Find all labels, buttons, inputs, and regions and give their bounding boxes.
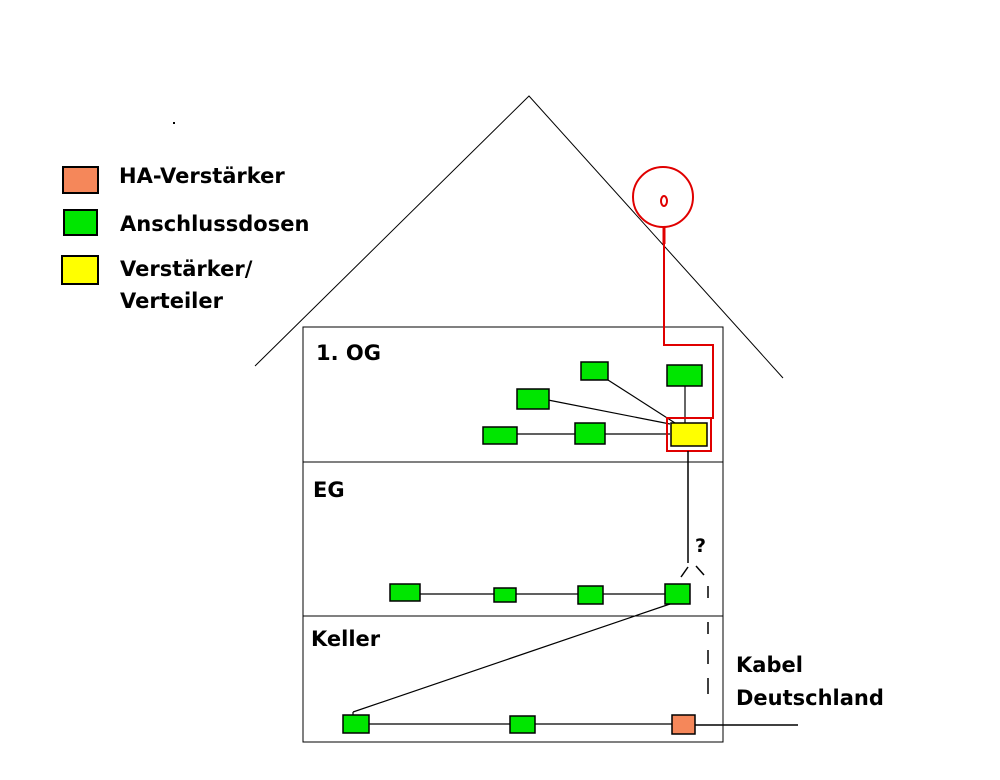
anschlussdose-og — [574, 422, 606, 445]
unknown-connection-mark: ? — [695, 535, 706, 557]
legend-verstaerker-label-line2: Verteiler — [120, 289, 224, 313]
anschlussdose-og — [482, 426, 518, 445]
stray-dot — [173, 122, 175, 124]
legend-verstaerker-label-line1: Verstärker/ — [120, 257, 253, 281]
anschlussdose-eg — [577, 585, 604, 605]
legend-verstaerker-swatch — [61, 255, 99, 285]
anschlussdose-eg — [664, 583, 691, 605]
ha-verstaerker-keller — [671, 714, 696, 735]
satellite-dish-feed — [660, 195, 668, 207]
anschlussdose-keller — [509, 715, 536, 734]
eg-wiring — [389, 583, 691, 605]
anschlussdose-og — [666, 364, 703, 387]
anschlussdose-og — [516, 388, 550, 410]
legend-anschlussdosen-swatch — [63, 209, 98, 236]
anschlussdose-eg — [493, 587, 517, 603]
house-body — [302, 326, 724, 743]
dashed-link — [680, 566, 689, 578]
provider-label-line2: Deutschland — [736, 686, 884, 710]
satellite-cable — [663, 244, 714, 419]
legend: HA-Verstärker Anschlussdosen Verstärker/… — [61, 164, 309, 313]
cable — [352, 603, 671, 713]
legend-ha-verstaerker-label: HA-Verstärker — [119, 164, 285, 188]
floor-label-og: 1. OG — [316, 341, 381, 365]
provider-label-line1: Kabel — [736, 653, 803, 677]
floor-label-keller: Keller — [311, 627, 381, 651]
floor-label-eg: EG — [313, 478, 345, 502]
anschlussdose-keller — [342, 714, 370, 734]
cable — [607, 379, 676, 424]
og-wiring — [482, 361, 712, 452]
anschlussdose-og — [580, 361, 609, 381]
cable — [547, 399, 671, 425]
verteiler-og — [670, 422, 708, 447]
verteiler-highlight — [666, 417, 712, 452]
legend-ha-verstaerker-swatch — [62, 166, 99, 194]
legend-anschlussdosen-label: Anschlussdosen — [120, 212, 309, 236]
keller-wiring — [342, 714, 798, 735]
anschlussdose-eg — [389, 583, 421, 602]
house-roof — [254, 95, 784, 379]
dashed-link — [695, 565, 705, 576]
